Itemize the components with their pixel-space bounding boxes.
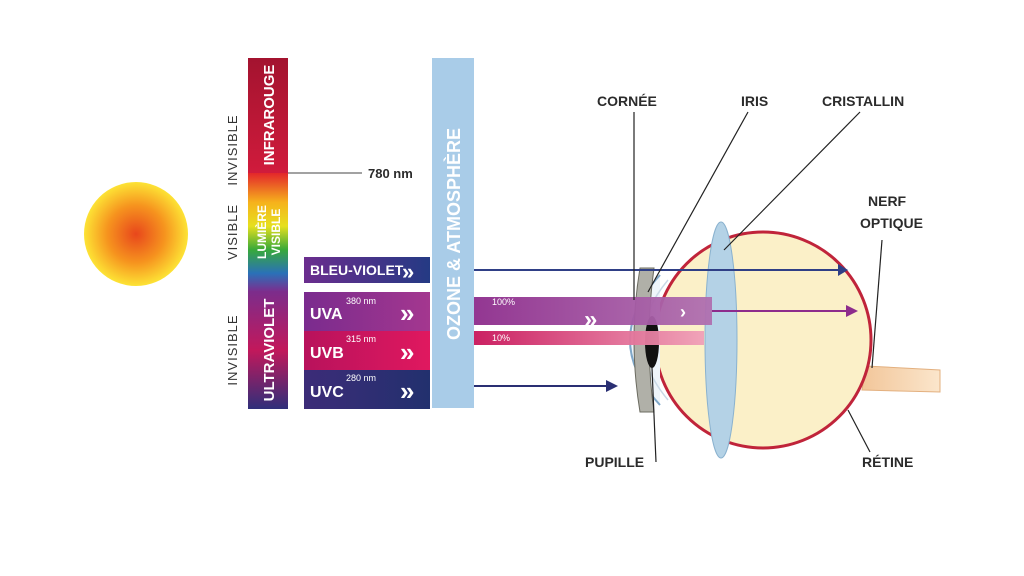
beam-uva-arrow — [846, 305, 858, 317]
beam-uva-percent: 100% — [492, 297, 515, 307]
side-label-invisible-top: INVISIBLE — [225, 114, 240, 185]
label-pupil: PUPILLE — [585, 454, 644, 470]
label-retina: RÉTINE — [862, 454, 913, 470]
beam-uva — [474, 297, 712, 325]
infrared-band — [248, 58, 288, 173]
chevron-icon: » — [400, 298, 414, 328]
ultraviolet-label: ULTRAVIOLET — [261, 299, 278, 402]
leader-lens — [723, 111, 861, 251]
leader-iris — [647, 111, 749, 293]
visible-label-line2: VISIBLE — [269, 209, 283, 256]
band-uvb-nm: 315 nm — [346, 334, 376, 344]
band-uva: UVA 380 nm » — [304, 292, 430, 331]
band-uvb-label: UVB — [310, 345, 344, 362]
side-label-invisible-bottom: INVISIBLE — [225, 314, 240, 385]
visible-label-line1: LUMIÈRE — [254, 205, 269, 259]
beam-bleu-violet-arrow — [838, 264, 848, 276]
leader-pupil — [651, 367, 657, 463]
band-uvc-label: UVC — [310, 384, 344, 401]
chevron-icon: › — [680, 302, 686, 322]
chevron-icon: » — [400, 376, 414, 406]
chevron-icon: » — [584, 306, 597, 333]
crystalline-lens — [704, 221, 738, 459]
label-lens: CRISTALLIN — [822, 93, 904, 109]
band-uvc-nm: 280 nm — [346, 373, 376, 383]
band-uvb: UVB 315 nm » — [304, 331, 430, 370]
chevron-icon: » — [400, 337, 414, 367]
label-cornea: CORNÉE — [597, 93, 657, 109]
label-optic-nerve-line1: NERF — [868, 193, 907, 209]
ozone-atmosphere-label: OZONE & ATMOSPHÈRE — [443, 128, 464, 340]
side-label-visible: VISIBLE — [225, 204, 240, 260]
beam-uvc-arrow — [606, 380, 618, 392]
optic-nerve — [861, 365, 941, 393]
label-iris: IRIS — [741, 93, 768, 109]
ozone-atmosphere-column — [432, 58, 474, 408]
band-uva-label: UVA — [310, 306, 343, 323]
beam-uvb — [474, 331, 704, 345]
chevron-icon: » — [402, 259, 414, 284]
visible-band — [248, 173, 288, 291]
sun — [84, 182, 188, 286]
band-uva-nm: 380 nm — [346, 296, 376, 306]
wavelength-780-label: 780 nm — [368, 166, 413, 181]
leader-optic-nerve — [871, 239, 883, 369]
eye — [629, 221, 941, 459]
band-uvc: UVC 280 nm » — [304, 370, 430, 409]
leader-retina — [847, 409, 871, 453]
label-optic-nerve-line2: OPTIQUE — [860, 215, 923, 231]
ultraviolet-band — [248, 291, 288, 409]
beam-uvb-percent: 10% — [492, 333, 510, 343]
infrared-label: INFRAROUGE — [261, 65, 278, 166]
band-bleu-violet: BLEU-VIOLET » — [304, 257, 430, 284]
band-bleu-violet-label: BLEU-VIOLET — [310, 262, 404, 278]
